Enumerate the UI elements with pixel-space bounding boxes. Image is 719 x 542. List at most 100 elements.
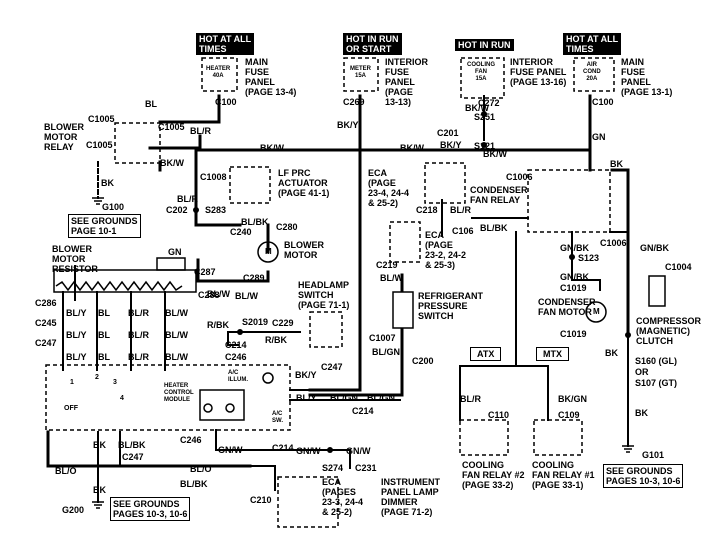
fuse-air-cond-20a: AIR COND 20A: [583, 62, 601, 82]
see-grounds-pages-10-3-10-6-left: SEE GROUNDS PAGES 10-3, 10-6: [110, 497, 191, 521]
ac-switch-label: A/C SW.: [272, 411, 284, 424]
header-hot-in-run-or-start: HOT IN RUN OR START: [343, 33, 402, 55]
connector-c1006-a: C1006: [506, 172, 533, 182]
wire-label-gn-w-3: GN/W: [346, 446, 371, 456]
connector-c110: C110: [488, 410, 510, 420]
resistor-row-label-bl-r-3: BL/R: [128, 352, 149, 362]
wire-label-bk-y-3: BK/Y: [295, 370, 317, 380]
connector-c1005-a: C1005: [88, 114, 115, 124]
label-or: OR: [635, 367, 649, 377]
relay-main-box: [527, 169, 611, 233]
wire-label-bl-w-3: BL/W: [207, 289, 230, 299]
wire-label-bl-bk-4: BL/BK: [118, 440, 146, 450]
connector-c280: C280: [276, 222, 298, 232]
splice-label-s283: S283: [205, 205, 227, 215]
wire-label-gn-2: GN: [168, 247, 182, 257]
ground-label-g200: G200: [62, 505, 85, 515]
resistor-row-label-bl-r-1: BL/R: [128, 308, 149, 318]
wire-label-bk-5: BK: [605, 348, 618, 358]
connector-c1019-a: C1019: [560, 283, 587, 293]
connector-c287: C287: [194, 267, 216, 277]
connector-c218: C218: [416, 205, 438, 215]
connector-c247-c: C247: [122, 452, 144, 462]
connector-c106: C106: [452, 226, 474, 236]
connector-c109: C109: [558, 410, 580, 420]
ref-switch-body: [392, 291, 414, 329]
switch-pos-2: 2: [95, 374, 99, 381]
resistor-row-label-bl-r-2: BL/R: [128, 330, 149, 340]
wire-label-bk-w-1: BK/W: [160, 158, 184, 168]
wire-module-out: [289, 389, 401, 401]
splice-label-s251: S251: [474, 112, 496, 122]
wire-gn-bk: [571, 231, 601, 291]
wire-gn-right: [610, 168, 630, 337]
wire-label-gn-w-1: GN/W: [218, 445, 243, 455]
resistor-body: [156, 257, 186, 271]
wire-relay-bl-r: [148, 134, 202, 150]
wire-label-gn-bk-3: GN/BK: [560, 272, 589, 282]
ac-illum-label: A/C ILLUM.: [228, 370, 248, 383]
wire-label-bl-gn-1: BL/GN: [372, 347, 400, 357]
splice-s251: [481, 111, 487, 117]
wire-label-bl-bk-5: BL/BK: [180, 479, 208, 489]
cooling-fan-relay-1-label: COOLING FAN RELAY #1 (PAGE 33-1): [532, 460, 595, 490]
ground-label-g100: G100: [102, 202, 125, 212]
switch-off-label: OFF: [64, 405, 78, 412]
fuse-heater-40a: HEATER 40A: [206, 66, 231, 79]
fan2-box: [459, 419, 509, 456]
condenser-fan-motor-label: CONDENSER FAN MOTOR: [538, 297, 596, 317]
fuse-box-3: [460, 57, 505, 99]
wire-label-bk-gn: BK/GN: [558, 394, 587, 404]
wire-label-bl-w-2: BL/W: [235, 291, 258, 301]
wire-label-r-bk-1: R/BK: [207, 320, 229, 330]
blower-motor-relay-label: BLOWER MOTOR RELAY: [44, 122, 84, 152]
wire-label-bk-6: BK: [635, 408, 648, 418]
wire-label-bk-w-2: BK/W: [260, 143, 284, 153]
wire-resistor-cols: [62, 291, 166, 371]
splice-label-s274: S274: [322, 463, 344, 473]
wire-label-gn-w-2: GN/W: [296, 446, 321, 456]
wire-label-bk-2: BK: [101, 178, 114, 188]
panel-main-fuse-2: MAIN FUSE PANEL (PAGE 13-1): [621, 57, 673, 97]
connector-c100-a: C100: [215, 97, 237, 107]
connector-c214-b: C214: [352, 406, 374, 416]
wire-label-bk-w-3: BK/W: [400, 143, 424, 153]
wire-label-bk-w-4: BK/W: [465, 103, 489, 113]
connector-c219: C219: [376, 260, 398, 270]
cooling-fan-relay-2-label: COOLING FAN RELAY #2 (PAGE 33-2): [462, 460, 525, 490]
wire-label-bk-1: BK: [610, 159, 623, 169]
splice-s274: [327, 447, 333, 453]
connector-c240: C240: [230, 227, 252, 237]
see-grounds-page-10-1: SEE GROUNDS PAGE 10-1: [68, 214, 141, 238]
connector-c1008: C1008: [200, 172, 227, 182]
wire-blower-vertical: [196, 223, 270, 283]
wire-label-bl-bk-1: BL/BK: [241, 217, 269, 227]
connector-c201: C201: [437, 128, 459, 138]
module-box: [45, 364, 291, 431]
splice-s2019: [237, 329, 243, 335]
connector-c269: C269: [343, 97, 365, 107]
connector-c246-b: C246: [180, 435, 202, 445]
connector-c100-b: C100: [592, 97, 614, 107]
connector-c214-a: C214: [225, 340, 247, 350]
connector-c246-a: C246: [225, 352, 247, 362]
lf-prc-actuator-label: LF PRC ACTUATOR (PAGE 41-1): [278, 168, 330, 198]
wire-label-bl-gn-3: BL/GN: [367, 393, 395, 403]
splice-s160: [625, 332, 631, 338]
fuse-box-4: [573, 57, 615, 92]
switch-pos-3: 3: [113, 379, 117, 386]
resistor-row-label-bl-w-1: BL/W: [165, 308, 188, 318]
wire-label-bk-w-5: BK/W: [483, 149, 507, 159]
resistor-zigzag: [55, 280, 183, 292]
ground-g200: [92, 501, 104, 509]
blower-motor: [257, 241, 279, 263]
wire-module-bottom: [215, 429, 351, 469]
header-hot-in-run: HOT IN RUN: [455, 39, 514, 51]
see-grounds-pages-10-3-10-6-right: SEE GROUNDS PAGES 10-3, 10-6: [603, 464, 684, 488]
condenser-fan-relay-label: CONDENSER FAN RELAY: [470, 185, 528, 205]
connector-c1019-b: C1019: [560, 329, 587, 339]
connector-c1005-c: C1005: [86, 140, 113, 150]
wire-label-bl-gn-2: BL/GN: [330, 393, 358, 403]
splice-label-s123: S123: [578, 253, 600, 263]
eca-label-2: ECA (PAGE 23-2, 24-2 & 25-3): [425, 230, 467, 270]
